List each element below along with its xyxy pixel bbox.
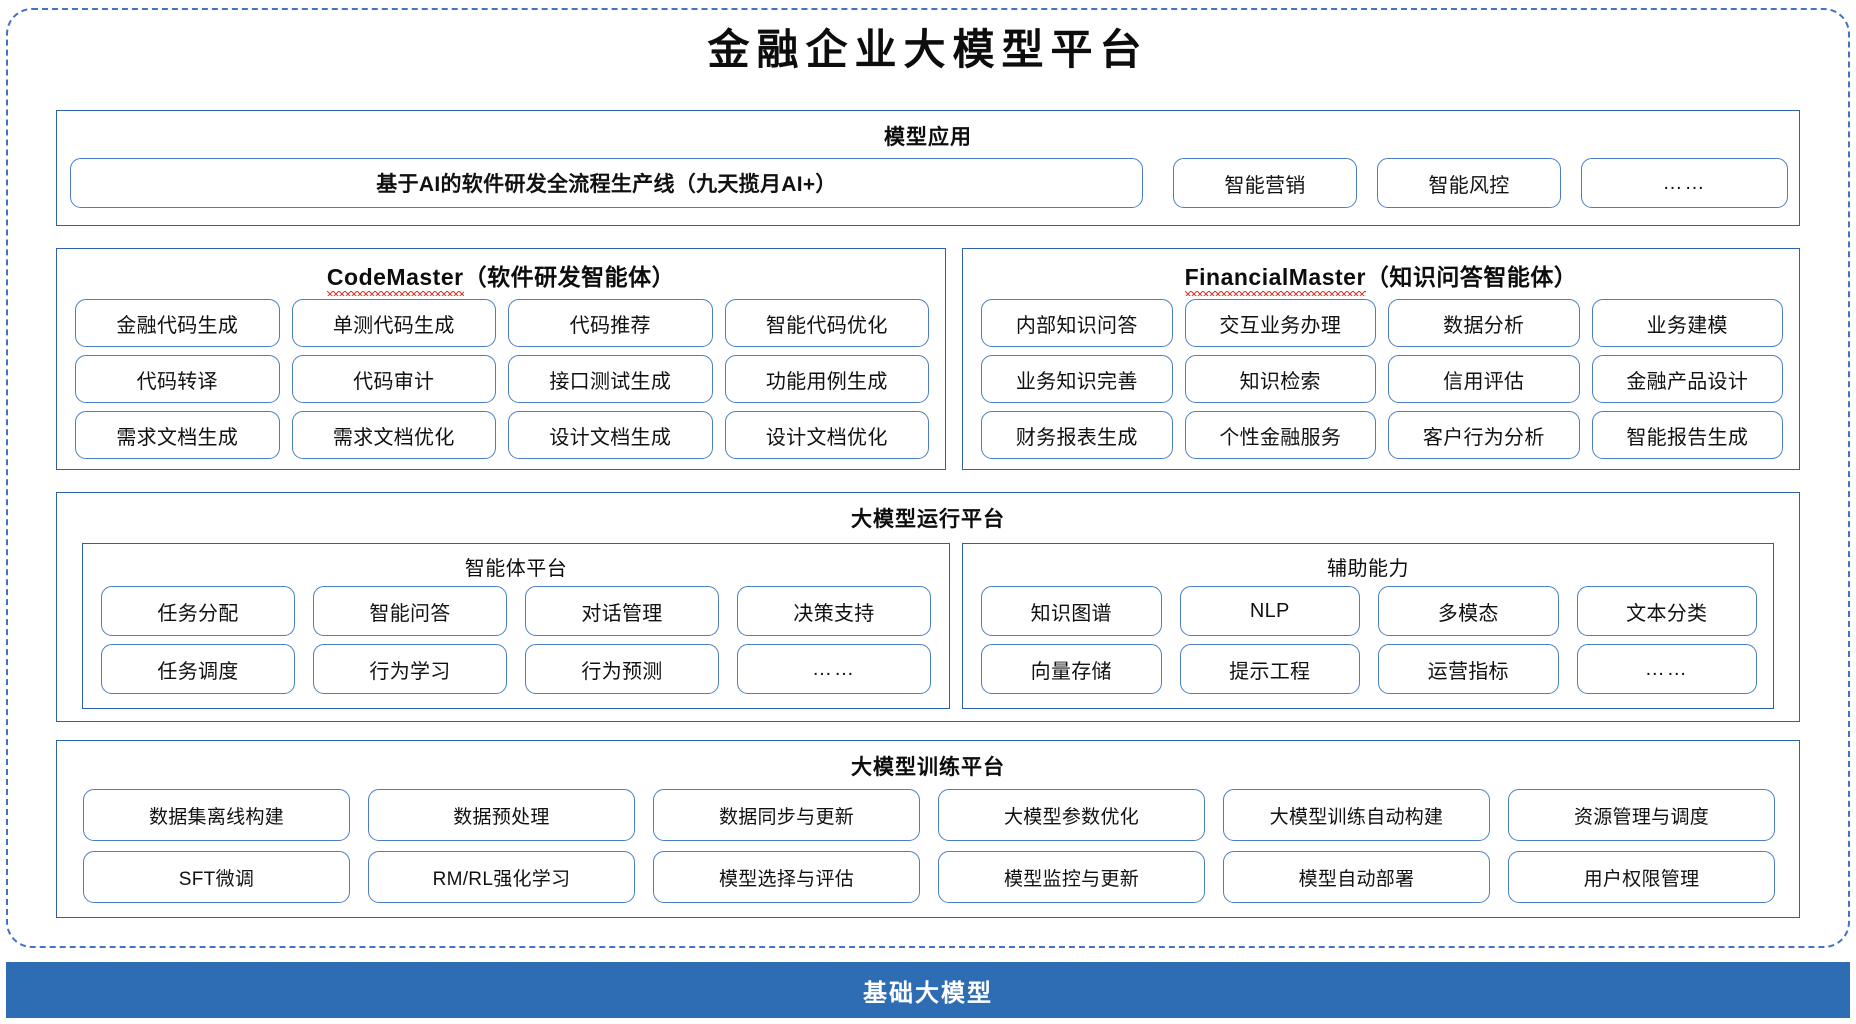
page-title: 金融企业大模型平台: [707, 25, 1149, 74]
section-runtime-platform: 大模型运行平台 智能体平台 任务分配 智能问答 对话管理 决策支持 任务调度 行…: [56, 492, 1800, 722]
training-platform-chip[interactable]: RM/RL强化学习: [368, 851, 635, 903]
support-capability-chip-grid: 知识图谱 NLP 多模态 文本分类 向量存储 提示工程 运营指标 ……: [981, 586, 1757, 694]
training-platform-chip[interactable]: 数据预处理: [368, 789, 635, 841]
subsection-support-capability: 辅助能力 知识图谱 NLP 多模态 文本分类 向量存储 提示工程 运营指标 ……: [962, 543, 1774, 709]
code-master-title: CodeMaster（软件研发智能体）: [57, 258, 945, 296]
support-capability-chip[interactable]: 向量存储: [981, 644, 1162, 694]
training-platform-chip[interactable]: SFT微调: [83, 851, 350, 903]
financial-master-chip[interactable]: 业务建模: [1591, 299, 1783, 347]
support-capability-chip[interactable]: 文本分类: [1576, 586, 1757, 636]
training-platform-chip[interactable]: 模型选择与评估: [653, 851, 920, 903]
code-master-chip[interactable]: 设计文档生成: [508, 411, 713, 459]
model-app-primary-chip[interactable]: 基于AI的软件研发全流程生产线（九天揽月AI+）: [70, 158, 1143, 208]
subsection-agent-platform: 智能体平台 任务分配 智能问答 对话管理 决策支持 任务调度 行为学习 行为预测…: [82, 543, 950, 709]
code-master-chip[interactable]: 代码审计: [291, 355, 496, 403]
financial-master-chip[interactable]: 个性金融服务: [1184, 411, 1376, 459]
support-capability-chip[interactable]: NLP: [1179, 586, 1360, 636]
code-master-chip[interactable]: 设计文档优化: [724, 411, 929, 459]
code-master-chip[interactable]: 代码转译: [75, 355, 280, 403]
subsection-title-agent-platform: 智能体平台: [464, 558, 568, 580]
agent-platform-chip[interactable]: 行为学习: [313, 644, 507, 694]
training-platform-chip[interactable]: 大模型训练自动构建: [1223, 789, 1490, 841]
section-title-model-application: 模型应用: [884, 126, 972, 149]
support-capability-chip[interactable]: 运营指标: [1378, 644, 1559, 694]
training-platform-chip-grid: 数据集离线构建 数据预处理 数据同步与更新 大模型参数优化 大模型训练自动构建 …: [83, 789, 1775, 903]
agent-platform-chip[interactable]: 任务分配: [101, 586, 295, 636]
code-master-chip[interactable]: 功能用例生成: [724, 355, 929, 403]
section-financial-master: FinancialMaster（知识问答智能体） 内部知识问答 交互业务办理 数…: [962, 248, 1800, 470]
training-platform-chip[interactable]: 数据集离线构建: [83, 789, 350, 841]
financial-master-chip[interactable]: 智能报告生成: [1591, 411, 1783, 459]
code-master-chip[interactable]: 需求文档优化: [291, 411, 496, 459]
model-app-chip-2[interactable]: 智能风控: [1377, 158, 1561, 208]
financial-master-chip[interactable]: 金融产品设计: [1591, 355, 1783, 403]
financial-master-chip[interactable]: 客户行为分析: [1388, 411, 1580, 459]
section-training-platform: 大模型训练平台 数据集离线构建 数据预处理 数据同步与更新 大模型参数优化 大模…: [56, 740, 1800, 918]
financial-master-chip[interactable]: 交互业务办理: [1184, 299, 1376, 347]
code-master-chip[interactable]: 代码推荐: [508, 299, 713, 347]
code-master-chip[interactable]: 金融代码生成: [75, 299, 280, 347]
training-platform-chip[interactable]: 模型自动部署: [1223, 851, 1490, 903]
section-code-master: CodeMaster（软件研发智能体） 金融代码生成 单测代码生成 代码推荐 智…: [56, 248, 946, 470]
financial-master-chip[interactable]: 知识检索: [1184, 355, 1376, 403]
agent-platform-chip[interactable]: 决策支持: [737, 586, 931, 636]
agent-platform-chip[interactable]: 任务调度: [101, 644, 295, 694]
code-master-chip[interactable]: 智能代码优化: [724, 299, 929, 347]
training-platform-chip[interactable]: 数据同步与更新: [653, 789, 920, 841]
financial-master-suffix: （知识问答智能体）: [1365, 264, 1578, 290]
financial-master-chip[interactable]: 内部知识问答: [981, 299, 1173, 347]
financial-master-name: FinancialMaster: [1184, 264, 1367, 296]
agent-platform-chip-more[interactable]: ……: [737, 644, 931, 694]
section-title-training-platform: 大模型训练平台: [851, 756, 1005, 779]
code-master-suffix: （软件研发智能体）: [463, 264, 676, 290]
code-master-chip-grid: 金融代码生成 单测代码生成 代码推荐 智能代码优化 代码转译 代码审计 接口测试…: [75, 299, 929, 459]
financial-master-chip[interactable]: 数据分析: [1388, 299, 1580, 347]
agent-platform-chip[interactable]: 智能问答: [313, 586, 507, 636]
agent-platform-chip[interactable]: 对话管理: [525, 586, 719, 636]
code-master-chip[interactable]: 单测代码生成: [291, 299, 496, 347]
financial-master-title: FinancialMaster（知识问答智能体）: [963, 258, 1799, 296]
agent-platform-chip-grid: 任务分配 智能问答 对话管理 决策支持 任务调度 行为学习 行为预测 ……: [101, 586, 931, 694]
model-app-chip-more[interactable]: ……: [1581, 158, 1788, 208]
training-platform-chip[interactable]: 资源管理与调度: [1508, 789, 1775, 841]
section-model-application: 模型应用 基于AI的软件研发全流程生产线（九天揽月AI+） 智能营销 智能风控 …: [56, 110, 1800, 226]
training-platform-chip[interactable]: 模型监控与更新: [938, 851, 1205, 903]
agent-platform-chip[interactable]: 行为预测: [525, 644, 719, 694]
financial-master-chip-grid: 内部知识问答 交互业务办理 数据分析 业务建模 业务知识完善 知识检索 信用评估…: [981, 299, 1783, 459]
support-capability-chip[interactable]: 知识图谱: [981, 586, 1162, 636]
model-app-chip-1[interactable]: 智能营销: [1173, 158, 1357, 208]
section-title-runtime-platform: 大模型运行平台: [851, 508, 1005, 531]
support-capability-chip[interactable]: 多模态: [1378, 586, 1559, 636]
base-model-label: 基础大模型: [863, 979, 993, 1007]
subsection-title-support-capability: 辅助能力: [1327, 558, 1409, 580]
support-capability-chip[interactable]: 提示工程: [1179, 644, 1360, 694]
financial-master-chip[interactable]: 业务知识完善: [981, 355, 1173, 403]
code-master-chip[interactable]: 接口测试生成: [508, 355, 713, 403]
financial-master-chip[interactable]: 财务报表生成: [981, 411, 1173, 459]
financial-master-chip[interactable]: 信用评估: [1388, 355, 1580, 403]
base-model-bar: 基础大模型: [6, 962, 1850, 1018]
support-capability-chip-more[interactable]: ……: [1576, 644, 1757, 694]
training-platform-chip[interactable]: 大模型参数优化: [938, 789, 1205, 841]
training-platform-chip[interactable]: 用户权限管理: [1508, 851, 1775, 903]
code-master-chip[interactable]: 需求文档生成: [75, 411, 280, 459]
code-master-name: CodeMaster: [326, 264, 464, 296]
